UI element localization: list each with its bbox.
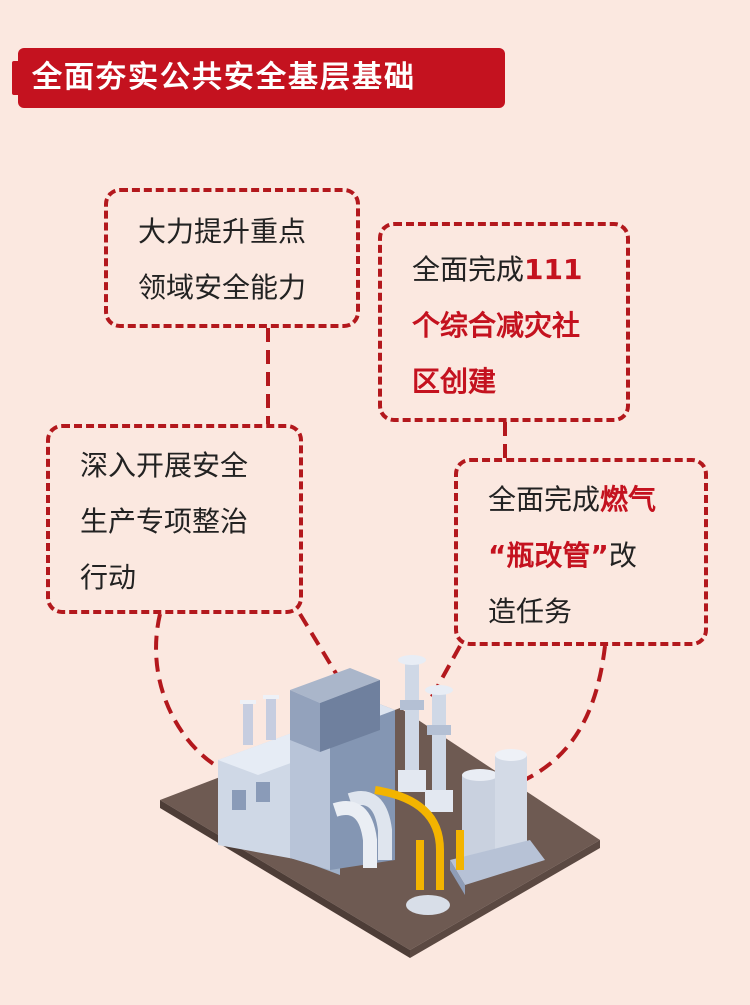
box2-line1-text: 全面完成 — [412, 253, 525, 286]
box4-line2: “瓶改管”改 — [488, 528, 704, 584]
box1-line2: 领域安全能力 — [138, 271, 307, 304]
title-banner: 全面夯实公共安全基层基础 — [12, 48, 505, 108]
box2-line2: 个综合减灾社 — [412, 309, 581, 342]
title-tab-decoration — [12, 61, 18, 95]
measure-box-safety-rectification: 深入开展安全 生产专项整治 行动 — [46, 424, 303, 614]
box4-line1: 全面完成燃气 — [488, 472, 704, 528]
box4-line2-text: 改 — [608, 539, 637, 572]
box1-line1: 大力提升重点 — [138, 215, 307, 248]
box3-line2: 生产专项整治 — [80, 505, 249, 538]
measure-box-key-areas: 大力提升重点 领域安全能力 — [104, 188, 360, 328]
measure-box-gas-pipeline: 全面完成燃气 “瓶改管”改 造任务 — [454, 458, 708, 646]
box4-line1-highlight: 燃气 — [600, 483, 657, 516]
box4-line1-text: 全面完成 — [488, 483, 601, 516]
page-title: 全面夯实公共安全基层基础 — [32, 60, 416, 95]
box3-line1: 深入开展安全 — [80, 449, 249, 482]
connector-box3-left — [154, 613, 241, 777]
box2-line3: 区创建 — [412, 365, 497, 398]
title-bar — [18, 48, 505, 108]
box4-line2-highlight: “瓶改管” — [488, 539, 609, 572]
connector-box3-right — [298, 612, 342, 682]
measure-box-disaster-communities: 全面完成111 个综合减灾社 区创建 — [378, 222, 630, 422]
box4-line3: 造任务 — [488, 595, 573, 628]
box2-line1-highlight: 111 — [524, 253, 583, 286]
box2-line1: 全面完成111 — [412, 242, 626, 298]
box3-line3: 行动 — [80, 561, 137, 594]
